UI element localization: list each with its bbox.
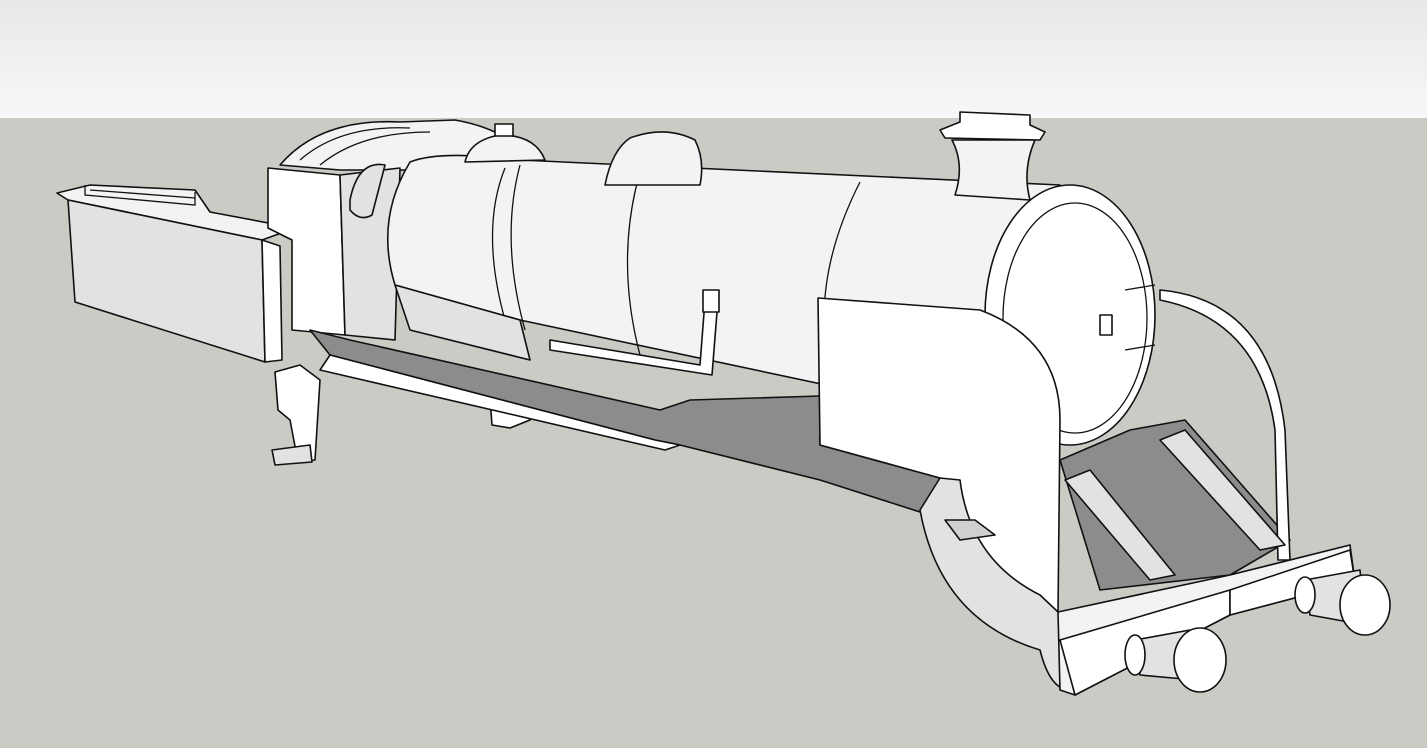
tender xyxy=(56,184,296,363)
chimney xyxy=(939,111,1046,201)
front-frame xyxy=(817,289,1291,691)
valve xyxy=(702,289,720,313)
sky xyxy=(0,0,1427,118)
cab xyxy=(267,119,521,341)
buffers xyxy=(1124,569,1391,693)
domes xyxy=(464,123,703,186)
